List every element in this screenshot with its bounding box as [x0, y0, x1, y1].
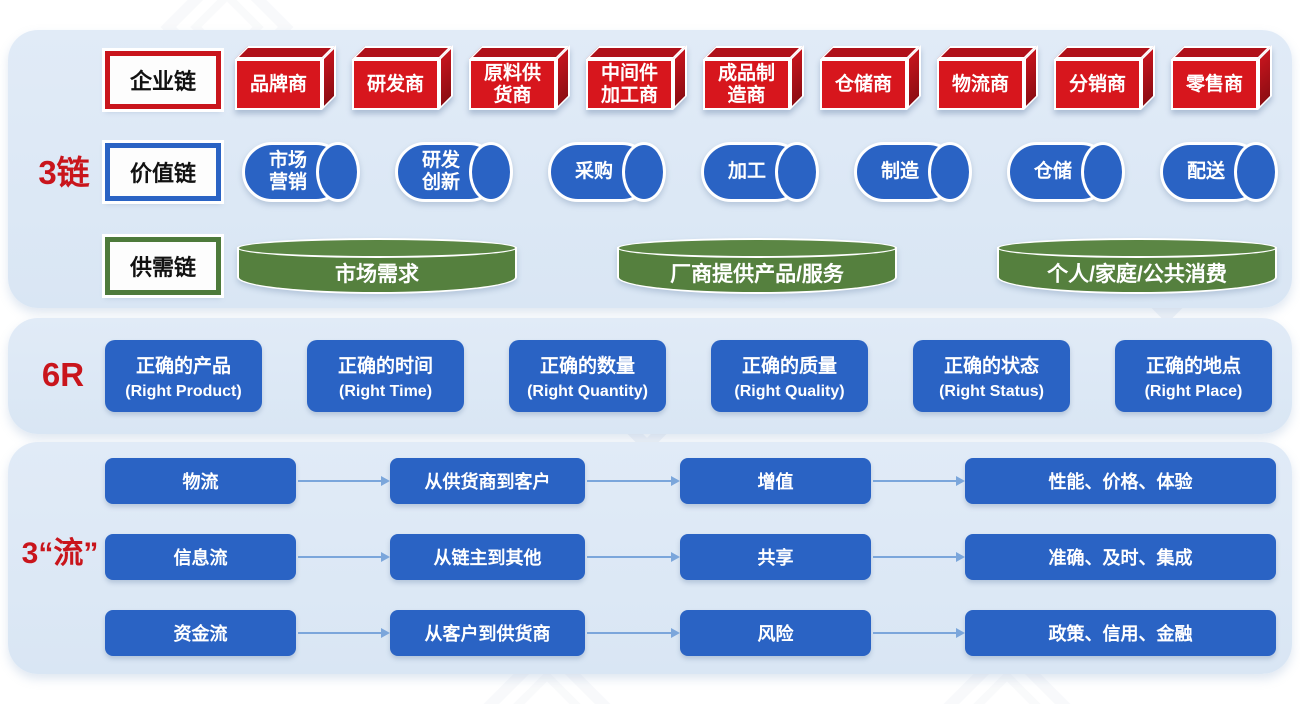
section-label-six-r: 6R: [41, 356, 85, 393]
six-r-row: 正确的产品 (Right Product) 正确的时间 (Right Time)…: [105, 340, 1272, 412]
supply-disk-market-demand: 市场需求: [237, 238, 517, 294]
flow-box: 增值: [680, 458, 871, 504]
flow-row-logistics: 物流 从供货商到客户 增值 性能、价格、体验: [105, 458, 1276, 504]
value-cylinder-manufacturing: 制造: [854, 142, 972, 202]
six-r-box-status: 正确的状态 (Right Status): [913, 340, 1070, 412]
value-cylinder-innovation: 研发 创新: [395, 142, 513, 202]
enterprise-box-distributor: 分销商: [1054, 45, 1155, 110]
value-cylinder-delivery: 配送: [1160, 142, 1278, 202]
value-cylinder-procurement: 采购: [548, 142, 666, 202]
flow-box: 物流: [105, 458, 296, 504]
flow-box: 准确、及时、集成: [965, 534, 1276, 580]
section-label-three-flows: 3“流”: [21, 537, 99, 570]
value-chain-row: 市场 营销 研发 创新 采购 加工 制造 仓储 配送: [242, 142, 1278, 202]
six-r-box-time: 正确的时间 (Right Time): [307, 340, 464, 412]
flow-arrow-icon: [871, 458, 965, 504]
six-r-box-quality: 正确的质量 (Right Quality): [711, 340, 868, 412]
value-cylinder-warehousing: 仓储: [1007, 142, 1125, 202]
flow-box: 资金流: [105, 610, 296, 656]
flow-box: 从客户到供货商: [390, 610, 585, 656]
value-cylinder-marketing: 市场 营销: [242, 142, 360, 202]
flow-box: 风险: [680, 610, 871, 656]
supply-demand-chain-label: 供需链: [129, 255, 196, 280]
enterprise-box-raw-material: 原料供 货商: [469, 45, 570, 110]
enterprise-box-warehousing: 仓储商: [820, 45, 921, 110]
flow-arrow-icon: [585, 458, 680, 504]
flow-box: 从供货商到客户: [390, 458, 585, 504]
value-cylinder-processing: 加工: [701, 142, 819, 202]
flow-box: 从链主到其他: [390, 534, 585, 580]
six-r-box-product: 正确的产品 (Right Product): [105, 340, 262, 412]
value-chain-label: 价值链: [129, 161, 196, 186]
supply-demand-row: 市场需求 厂商提供产品/服务 个人/家庭/公共消费: [237, 238, 1277, 294]
supply-disk-consumption: 个人/家庭/公共消费: [997, 238, 1277, 294]
flow-row-information: 信息流 从链主到其他 共享 准确、及时、集成: [105, 534, 1276, 580]
six-r-box-place: 正确的地点 (Right Place): [1115, 340, 1272, 412]
enterprise-chain-tag: 企业链: [105, 51, 221, 109]
supply-disk-products-services: 厂商提供产品/服务: [617, 238, 897, 294]
flow-arrow-icon: [296, 534, 390, 580]
enterprise-box-retailer: 零售商: [1171, 45, 1272, 110]
flow-arrow-icon: [296, 610, 390, 656]
six-r-box-quantity: 正确的数量 (Right Quantity): [509, 340, 666, 412]
flow-arrow-icon: [585, 610, 680, 656]
flow-box: 性能、价格、体验: [965, 458, 1276, 504]
enterprise-box-rnd: 研发商: [352, 45, 453, 110]
supply-demand-chain-tag: 供需链: [105, 237, 221, 295]
panel-three-flows: 3“流” 物流 从供货商到客户 增值 性能、价格、体验 信息流 从链主到其他 共…: [8, 442, 1292, 674]
flow-arrow-icon: [296, 458, 390, 504]
enterprise-box-brand: 品牌商: [235, 45, 336, 110]
enterprise-box-intermediate: 中间件 加工商: [586, 45, 687, 110]
flow-box: 信息流: [105, 534, 296, 580]
flow-box: 共享: [680, 534, 871, 580]
enterprise-chain-row: 品牌商 研发商 原料供 货商 中间件 加工商 成品制 造商 仓储商 物流商 分销…: [235, 45, 1272, 110]
flow-arrow-icon: [871, 534, 965, 580]
flow-arrow-icon: [585, 534, 680, 580]
enterprise-chain-label: 企业链: [129, 69, 196, 94]
flow-arrow-icon: [871, 610, 965, 656]
enterprise-box-manufacturer: 成品制 造商: [703, 45, 804, 110]
panel-six-r: 6R 正确的产品 (Right Product) 正确的时间 (Right Ti…: [8, 318, 1292, 434]
panel-three-chains: 3链 企业链 品牌商 研发商 原料供 货商 中间件 加工商 成品制 造商 仓储商…: [8, 30, 1292, 308]
flow-row-capital: 资金流 从客户到供货商 风险 政策、信用、金融: [105, 610, 1276, 656]
value-chain-tag: 价值链: [105, 143, 221, 201]
enterprise-box-logistics: 物流商: [937, 45, 1038, 110]
flow-box: 政策、信用、金融: [965, 610, 1276, 656]
section-label-three-chains: 3链: [38, 154, 90, 191]
